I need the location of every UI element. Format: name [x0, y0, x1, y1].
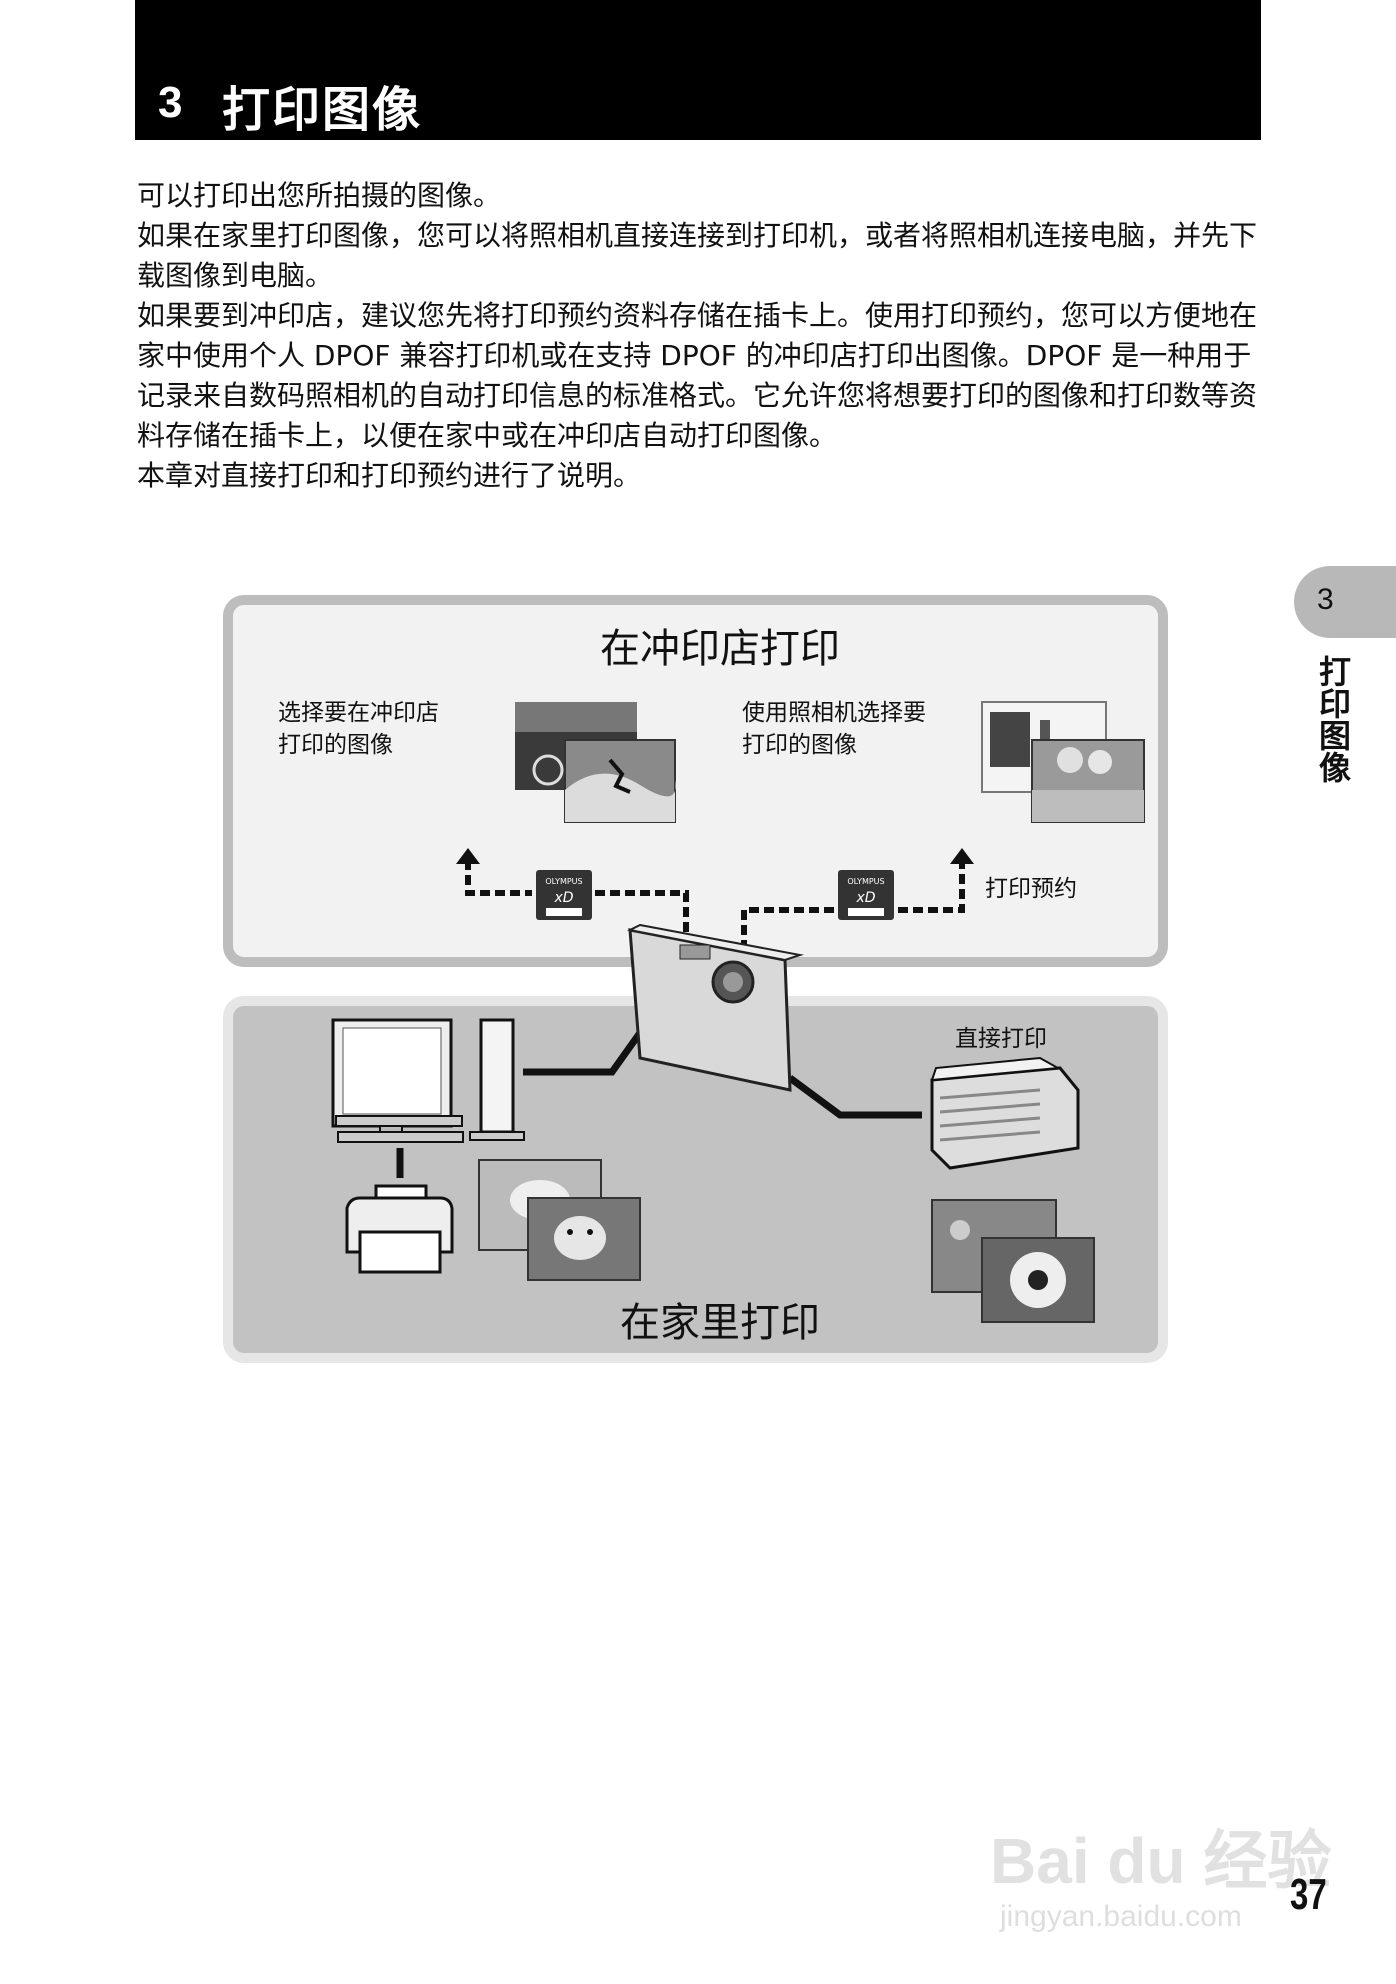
dog-photo: [527, 1197, 641, 1281]
svg-text:xD: xD: [855, 890, 875, 906]
shop-right-caption: 打印的图像: [742, 732, 857, 758]
shop-title: 在冲印店打印: [600, 626, 840, 672]
flowers-photo: [931, 1199, 1057, 1293]
direct-print-label: 直接打印: [955, 1026, 1047, 1052]
chapter-number: 3: [158, 78, 183, 127]
svg-text:xD: xD: [553, 890, 573, 906]
shop-panel: [223, 595, 1168, 967]
arrow-up-icon: [950, 848, 974, 864]
svg-text:OLYMPUS: OLYMPUS: [545, 877, 582, 886]
home-printer-icon: [345, 1184, 454, 1274]
page-number: 37: [1290, 1870, 1327, 1919]
paragraph: 本章对直接打印和打印预约进行了说明。: [137, 459, 642, 492]
dog-photo: [478, 1159, 602, 1251]
arrow-up-icon: [456, 848, 480, 864]
home-connection-lines: [396, 1027, 922, 1178]
room-photo: [981, 701, 1107, 793]
chapter-header-bar: [135, 0, 1261, 140]
baidu-watermark-url: jingyan.baidu.com: [1000, 1900, 1242, 1933]
family-photo: [1031, 739, 1145, 823]
shop-connection-lines: [465, 860, 965, 950]
home-panel: [223, 996, 1168, 1363]
paragraph: 如果要到冲印店，建议您先将打印预约资料存储在插卡上。使用打印预约，您可以方便地在…: [137, 299, 1258, 452]
camera-icon: [626, 923, 804, 1092]
shop-right-caption: 使用照相机选择要: [742, 700, 926, 726]
shop-left-caption: 选择要在冲印店: [278, 700, 439, 726]
cycling-photo: [515, 702, 637, 790]
shop-left-caption: 打印的图像: [278, 732, 393, 758]
print-order-label: 打印预约: [985, 876, 1077, 902]
paragraph: 可以打印出您所拍摄的图像。: [137, 179, 502, 212]
chapter-title: 打印图像: [222, 82, 423, 138]
paragraph: 如果在家里打印图像，您可以将照相机直接连接到打印机，或者将照相机连接电脑，并先下…: [137, 219, 1258, 292]
side-tab-number: 3: [1317, 583, 1334, 616]
surfing-photo: [564, 739, 676, 823]
chapter-side-tab[interactable]: [1294, 566, 1396, 638]
baidu-watermark: Bai du 经验: [990, 1825, 1332, 1897]
xd-card-icon: OLYMPUS xD: [838, 870, 894, 920]
computer-icon: [331, 1018, 525, 1143]
flower-photo: [981, 1237, 1095, 1323]
direct-printer-icon: [930, 1056, 1080, 1170]
home-title: 在家里打印: [620, 1300, 820, 1346]
svg-text:OLYMPUS: OLYMPUS: [847, 877, 884, 886]
intro-text: 可以打印出您所拍摄的图像。 如果在家里打印图像，您可以将照相机直接连接到打印机，…: [137, 176, 1267, 496]
xd-card-icon: OLYMPUS xD: [536, 870, 592, 920]
side-tab-label: 打印图像: [1314, 655, 1352, 783]
